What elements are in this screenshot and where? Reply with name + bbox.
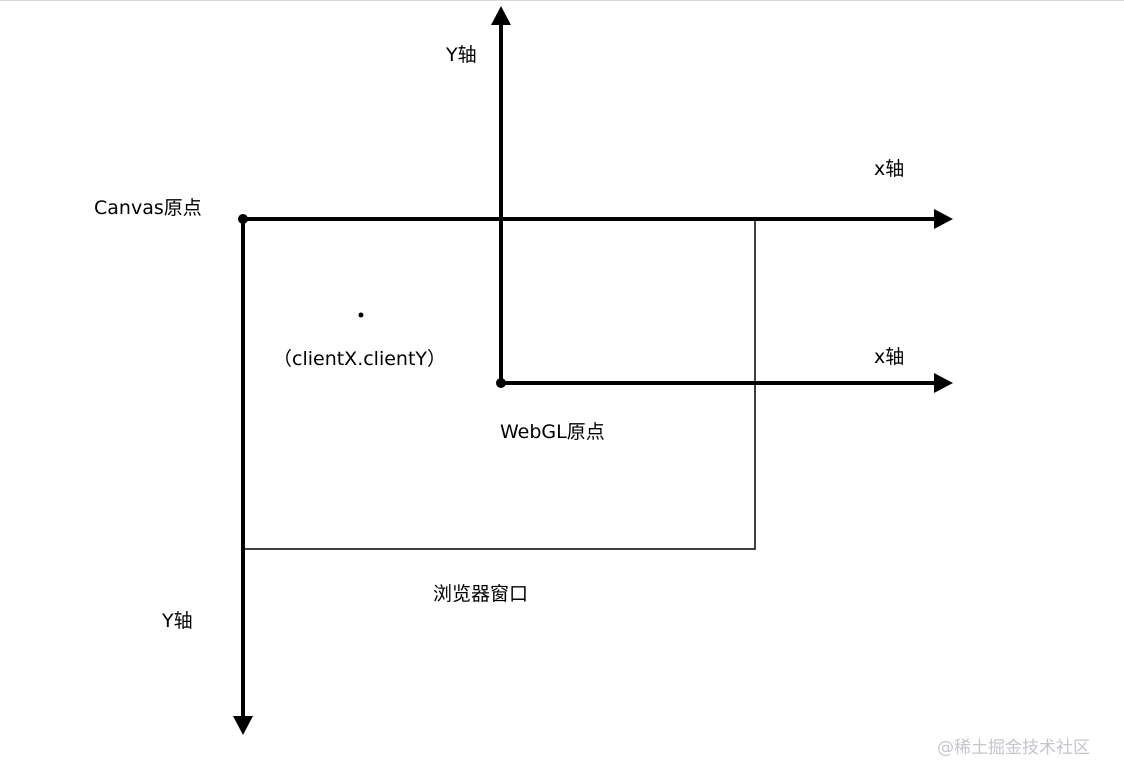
webgl-origin-label: WebGL原点	[500, 421, 605, 443]
canvas-y-axis-label: Y轴	[162, 610, 193, 632]
webgl-x-axis-top-label: x轴	[874, 158, 905, 180]
canvas-y-axis-arrow	[233, 716, 253, 735]
canvas-origin-label: Canvas原点	[94, 197, 202, 219]
watermark-text: @稀土掘金技术社区	[937, 738, 1090, 758]
webgl-x-axis-arrow	[934, 373, 953, 393]
webgl-y-axis-label: Y轴	[446, 44, 477, 66]
webgl-y-axis-arrow	[491, 6, 511, 25]
client-point-dot	[358, 312, 364, 318]
canvas-x-axis-arrow	[934, 209, 953, 229]
browser-window-label: 浏览器窗口	[433, 583, 529, 605]
webgl-origin-dot	[496, 378, 506, 388]
canvas-origin-dot	[238, 214, 248, 224]
webgl-x-axis-label: x轴	[874, 346, 905, 368]
client-point-label: （clientX.clientY）	[273, 348, 447, 370]
